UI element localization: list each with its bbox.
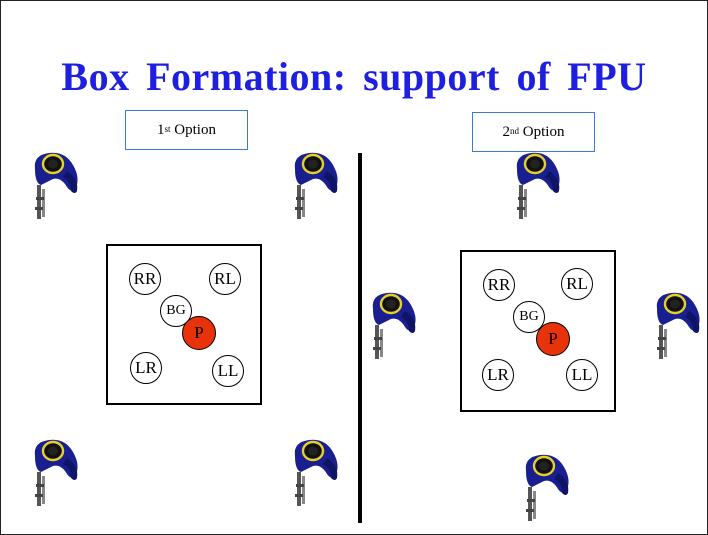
position-rl: RL xyxy=(561,268,593,300)
slide-title: Box Formation: support of FPU xyxy=(61,54,647,99)
option-divider xyxy=(358,153,362,523)
option-1-text: Option xyxy=(170,121,216,138)
position-rl: RL xyxy=(209,263,241,295)
position-principal: P xyxy=(182,316,216,350)
option-2-number: 2 xyxy=(502,123,511,140)
guard-icon xyxy=(369,289,421,365)
position-ll: LL xyxy=(566,359,598,391)
guard-icon xyxy=(31,149,83,225)
position-rr: RR xyxy=(483,269,515,301)
guard-icon xyxy=(653,289,705,365)
guard-icon xyxy=(31,436,83,512)
position-bg: BG xyxy=(160,295,192,327)
option-2-text: Option xyxy=(519,123,565,140)
position-lr: LR xyxy=(130,352,162,384)
position-rr: RR xyxy=(129,263,161,295)
option-1-ordinal: st xyxy=(164,124,171,134)
guard-icon xyxy=(522,451,574,527)
guard-icon xyxy=(513,149,565,225)
guard-icon xyxy=(291,436,343,512)
position-lr: LR xyxy=(482,359,514,391)
position-ll: LL xyxy=(212,355,244,387)
guard-icon xyxy=(291,149,343,225)
option-1-number: 1 xyxy=(157,121,165,138)
option-2-ordinal: nd xyxy=(510,126,520,136)
position-principal: P xyxy=(536,322,570,356)
